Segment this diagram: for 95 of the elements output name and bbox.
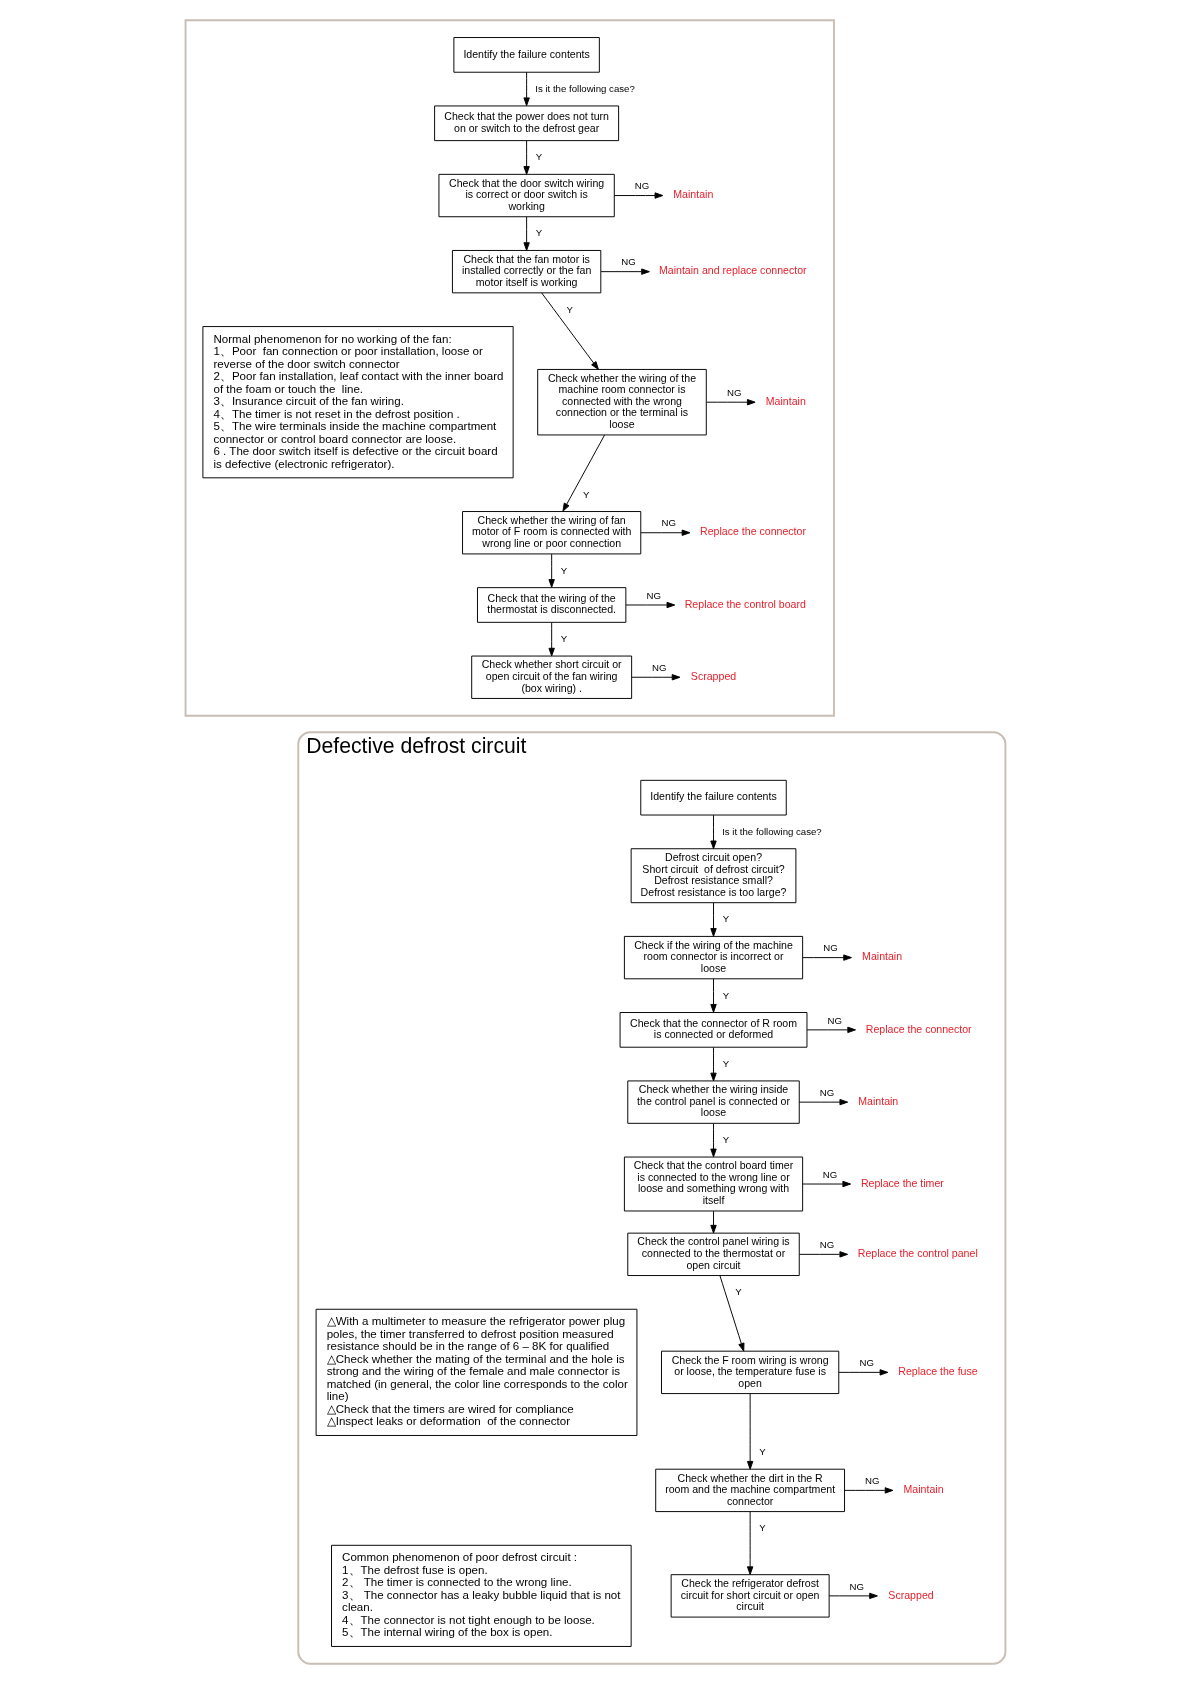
edge-label: Y xyxy=(560,633,568,645)
node-text: Scrapped xyxy=(888,1588,934,1601)
node-box: Check that the connector of R room is connected or deformed xyxy=(619,1012,808,1048)
node-box: Identify the failure contents xyxy=(453,37,600,73)
node-text: Replace the fuse xyxy=(898,1365,978,1378)
node-box: Check the F room wiring is wrong or loose, the temperature fuse is open xyxy=(661,1350,840,1395)
arrow xyxy=(625,601,676,609)
arrow xyxy=(548,553,555,588)
arrow xyxy=(710,814,717,850)
node-box: Normal phenomenon for no working of the fan: 1、Poor fan connection or poor installation, loose or reverse of the door switch connector 2、Poor fan installation, leaf contact with the inner board of the foam or touch the line. 3、Insurance circuit of the fan wiring. 4、The timer is not reset in the defrost position . 5、The wire terminals inside the machine compartment connector or control board connector are loose. 6 . The door switch itself is defective or the circuit board is defective (electronic refrigerator). xyxy=(202,326,514,479)
node-text: Maintain xyxy=(765,394,806,407)
arrow xyxy=(710,1123,717,1158)
arrow xyxy=(523,216,530,251)
node-text: Replace the connector xyxy=(865,1022,972,1035)
node-box: Defrost circuit open? Short circuit of defrost circuit? Defrost resistance small? Defrost resistance is too large? xyxy=(630,848,797,904)
arrow xyxy=(719,1275,745,1352)
node-box: Check the control panel wiring is connected to the thermostat or open circuit xyxy=(627,1232,800,1276)
cluster xyxy=(184,19,835,717)
arrow xyxy=(710,902,717,937)
edge-label: NG xyxy=(661,517,676,529)
arrow xyxy=(631,674,681,681)
edge-label: Is it the following case? xyxy=(535,82,635,94)
edge-label: NG xyxy=(822,1168,838,1180)
edge-label: NG xyxy=(621,256,636,268)
edge-label: NG xyxy=(652,661,667,673)
node-box: Check that the power does not turn on or switch to the defrost gear xyxy=(434,105,620,142)
arrow xyxy=(802,1180,852,1188)
node-box: Check that the door switch wiring is correct or door switch is working xyxy=(438,173,615,218)
edge-label: NG xyxy=(819,1086,835,1098)
arrow xyxy=(523,140,530,175)
node-text: Replace the control panel xyxy=(857,1247,978,1260)
edge-label: Y xyxy=(722,913,730,925)
edge-label: NG xyxy=(859,1357,874,1369)
arrow xyxy=(806,1026,856,1034)
edge-label: Is it the following case? xyxy=(722,825,822,837)
node-text: Maintain and replace connector xyxy=(658,264,807,277)
node-box: Check whether the wiring of the machine room connector is connected with the wrong connection or the terminal is loose xyxy=(537,368,707,436)
node-text: Maintain xyxy=(858,1094,899,1107)
edge-label: Y xyxy=(566,303,574,315)
node-box: Common phenomenon of poor defrost circuit : 1、The defrost fuse is open. 2、 The timer is connected to the wrong line. 3、 The connector has a leaky bubble liquid that is not clean. 4、The connector is not tight enough to be loose. 5、The internal wiring of the box is open. xyxy=(331,1544,632,1647)
node-box: Check that the control board timer is connected to the wrong line or loose and something wrong with itself xyxy=(623,1156,804,1212)
node-box: Check whether the wiring of fan motor of F room is connected with wrong line or poor connection xyxy=(462,511,642,555)
node-text: Maintain xyxy=(673,188,714,201)
edge-label: NG xyxy=(849,1580,865,1592)
edge-label: Y xyxy=(722,989,730,1001)
arrow xyxy=(799,1251,849,1258)
node-text: Maintain xyxy=(862,950,903,963)
arrow xyxy=(838,1369,889,1376)
arrow xyxy=(746,1393,754,1470)
edge-label: Y xyxy=(759,1446,766,1458)
arrow xyxy=(802,954,852,961)
edge-label: Y xyxy=(735,1286,742,1298)
node-box: Identify the failure contents xyxy=(640,779,787,816)
arrow xyxy=(746,1511,754,1575)
edge-label: NG xyxy=(646,589,661,601)
arrow xyxy=(613,192,664,199)
edge-label: NG xyxy=(727,386,742,398)
arrow xyxy=(548,622,555,657)
arrow xyxy=(541,292,599,370)
arrow xyxy=(798,1098,849,1106)
node-text: Replace the control board xyxy=(684,597,806,610)
arrow xyxy=(600,268,650,275)
arrow xyxy=(523,71,530,107)
arrow xyxy=(710,1047,717,1082)
arrow xyxy=(710,1210,717,1234)
arrow xyxy=(828,1592,878,1600)
node-text: Maintain xyxy=(903,1483,944,1496)
edge-label: NG xyxy=(634,180,650,192)
node-box: Check if the wiring of the machine room connector is incorrect or loose xyxy=(623,935,804,980)
arrow xyxy=(706,399,756,406)
edge-label: Y xyxy=(722,1057,730,1069)
node-box: Check whether the wiring inside the control panel is connected or loose xyxy=(627,1080,800,1124)
node-box: △With a multimeter to measure the refrigerator power plug poles, the timer transferred to defrost position measured resistance should be in the range of 6 – 8K for qualified △Check whether the mating of the terminal and the hole is strong and the wiring of the female and male connector is matched (in general, the color line corresponds to the color line) △Check that the timers are wired for compliance △Inspect leaks or deformation of the connector xyxy=(315,1308,638,1436)
node-box: Check that the wiring of the thermostat is disconnected. xyxy=(477,587,627,623)
edge-label: Y xyxy=(535,151,543,163)
edge-label: Y xyxy=(560,564,568,576)
node-text: Replace the connector xyxy=(700,525,806,538)
edge-label: Y xyxy=(535,227,543,239)
arrow xyxy=(710,978,717,1013)
node-box: Check whether short circuit or open circuit of the fan wiring (box wiring) . xyxy=(471,655,633,699)
arrow xyxy=(562,434,606,512)
node-text: Replace the timer xyxy=(860,1176,944,1189)
edge-label: NG xyxy=(823,942,838,954)
edge-label: NG xyxy=(865,1475,880,1487)
edge-label: NG xyxy=(819,1239,835,1251)
arrow xyxy=(640,529,691,536)
edge-label: NG xyxy=(827,1014,842,1026)
node-box: Check that the fan motor is installed correctly or the fan motor itself is working xyxy=(451,249,602,294)
edge-label: Y xyxy=(759,1522,766,1534)
node-text: Scrapped xyxy=(690,669,737,682)
node-box: Check the refrigerator defrost circuit for short circuit or open circuit xyxy=(670,1574,830,1618)
edge-label: Y xyxy=(722,1134,730,1146)
arrow xyxy=(844,1487,894,1494)
node-box: Check whether the dirt in the R room and the machine compartment connector xyxy=(655,1468,846,1513)
edge-label: Y xyxy=(582,488,590,500)
